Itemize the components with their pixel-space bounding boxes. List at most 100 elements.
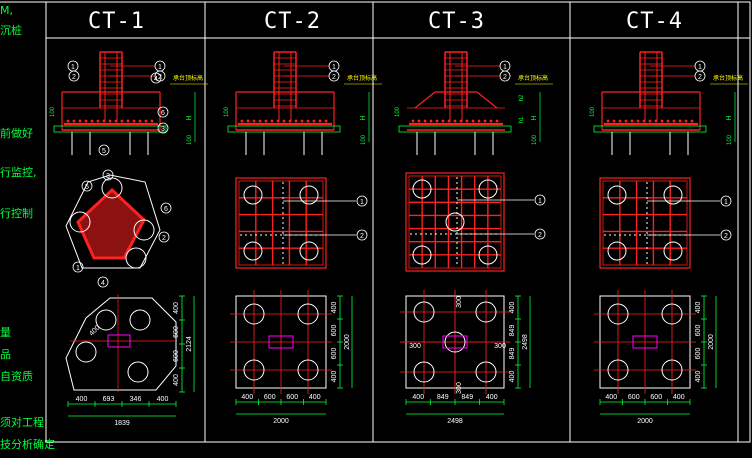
top-level-label: 承台顶标高 <box>713 74 743 82</box>
rebar-dot <box>66 119 70 123</box>
rebar-dot <box>150 119 154 123</box>
callout-label: 2 <box>72 74 76 81</box>
cushion-layer <box>398 125 512 133</box>
column-outline <box>268 335 294 349</box>
rebar-dot <box>612 119 616 123</box>
plan-inner <box>238 180 324 266</box>
rebar-plan: 12 <box>405 172 546 272</box>
dim-H-label: H <box>726 115 733 120</box>
callout-marker: 2 <box>68 70 80 82</box>
dim-total-label: 2124 <box>186 336 193 352</box>
callout-marker: 2 <box>499 70 511 82</box>
rebar-dot <box>618 119 622 123</box>
dim-total-label: 2000 <box>344 334 351 350</box>
pile-circle <box>478 245 498 265</box>
rebar-dot <box>654 119 658 123</box>
callout-marker: 1 <box>328 60 340 72</box>
dim-label: 693 <box>103 396 115 403</box>
callout-circle <box>102 169 114 181</box>
dim-H-label: H <box>186 115 193 120</box>
dim-label: 400 <box>486 394 498 401</box>
callout-marker: 3 <box>102 169 114 181</box>
callout-label: 1 <box>332 64 336 71</box>
callout-label: 2 <box>162 235 166 242</box>
callout-circle <box>158 231 170 243</box>
rebar-dot <box>270 119 274 123</box>
callout-label: 6 <box>161 110 165 117</box>
pile-circle <box>413 361 435 383</box>
plan-outline <box>599 177 691 269</box>
pile-circle <box>125 247 147 269</box>
callout-label: 3 <box>106 173 110 180</box>
triangle-outline <box>65 174 161 269</box>
cap-slope <box>414 91 436 109</box>
pile-circle <box>297 303 319 325</box>
callout-marker: 1 <box>67 60 79 72</box>
callout-marker: 1 <box>694 60 706 72</box>
callout-marker: 2 <box>694 70 706 82</box>
rebar-dot <box>138 119 142 123</box>
rebar-dot <box>84 119 88 123</box>
rebar-dot <box>252 119 256 123</box>
top-level-label: 承台顶标高 <box>518 74 548 82</box>
rebar-dot <box>108 119 112 123</box>
dim-label: 346 <box>130 396 142 403</box>
rebar-dot <box>246 119 250 123</box>
callout-circle <box>356 195 368 207</box>
side-note-text: 前做好 <box>0 127 33 140</box>
callout-label: 3 <box>161 126 165 133</box>
dim-label: 600 <box>173 326 180 338</box>
dim-label: 400 <box>173 374 180 386</box>
callout-label: 4 <box>101 280 105 287</box>
dim-label: 400 <box>695 371 702 383</box>
dim-label: 400 <box>331 371 338 383</box>
side-note-text: 技分析确定 <box>0 438 55 451</box>
rebar-dot <box>102 119 106 123</box>
callout-circle <box>160 202 172 214</box>
inner-dim-label: 300 <box>456 382 463 394</box>
callout-label: 5 <box>102 148 106 155</box>
rebar-dot <box>423 119 427 123</box>
dim-label: 600 <box>264 394 276 401</box>
rebar-dot <box>318 119 322 123</box>
side-note-text: 品 <box>0 348 11 361</box>
dim-label: 600 <box>173 350 180 362</box>
rebar-dot <box>477 119 481 123</box>
callout-label: 1 <box>698 64 702 71</box>
dim-label: 600 <box>331 348 338 360</box>
rebar-dot <box>120 119 124 123</box>
dim-label: 849 <box>509 325 516 337</box>
dim-100-left: 100 <box>395 106 401 117</box>
callout-label: 1 <box>360 199 364 206</box>
pile-circle <box>607 303 629 325</box>
column-outline <box>442 335 468 349</box>
column-outline <box>107 334 131 348</box>
pile-circle <box>243 359 265 381</box>
dim-label: 400 <box>76 396 88 403</box>
rebar-band <box>76 187 146 260</box>
callout-marker: 6 <box>157 106 169 118</box>
rebar-dot <box>459 119 463 123</box>
rebar-dot <box>471 119 475 123</box>
drawing-frame <box>45 1 751 443</box>
pile-circle <box>69 211 91 233</box>
rebar-dot <box>429 119 433 123</box>
dim-100-left: 100 <box>50 106 56 117</box>
callout-marker: 1 <box>499 60 511 72</box>
callout-circle <box>157 122 169 134</box>
rebar-dot <box>624 119 628 123</box>
rebar-dot <box>96 119 100 123</box>
rebar-dot <box>453 119 457 123</box>
callout-marker: 1 <box>534 194 546 206</box>
callout-marker: 1 <box>356 195 368 207</box>
callout-label: 1 <box>76 265 80 272</box>
dim-100-left: 100 <box>224 106 230 117</box>
rebar-dot <box>276 119 280 123</box>
side-note-text: 自资质 <box>0 370 33 383</box>
callout-circle <box>356 229 368 241</box>
pile-circle <box>127 361 149 383</box>
dim-label: 600 <box>650 394 662 401</box>
